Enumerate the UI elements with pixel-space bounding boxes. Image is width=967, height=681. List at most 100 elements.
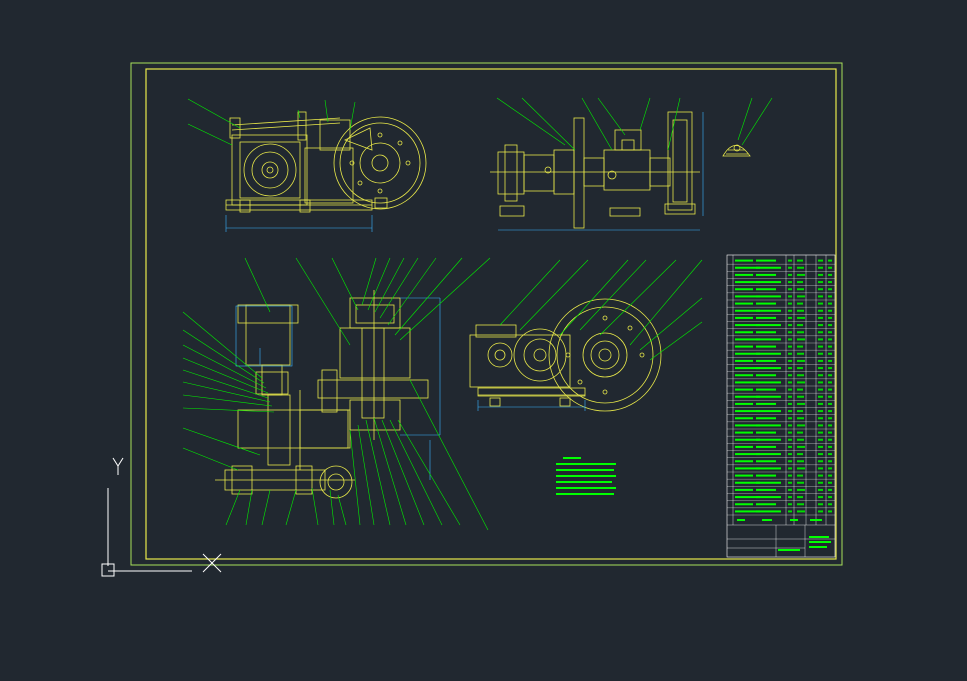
crosshair-cursor (202, 553, 222, 573)
parts-row-cell (818, 445, 823, 448)
parts-row-cell (797, 359, 805, 362)
parts-row-cell (797, 488, 805, 491)
ucs-icon (101, 457, 192, 577)
parts-row-cell (735, 288, 753, 291)
parts-row-cell (818, 438, 823, 441)
parts-row-cell (735, 467, 760, 470)
parts-row-cell (788, 309, 792, 312)
parts-row-cell (788, 359, 792, 362)
parts-row-cell (828, 395, 832, 398)
parts-row-cell (818, 395, 823, 398)
parts-row-cell (735, 345, 753, 348)
parts-row-cell (735, 453, 760, 456)
parts-row-cell (797, 266, 804, 269)
parts-row-cell (828, 309, 832, 312)
parts-row-cell (818, 503, 823, 506)
outer-border (130, 62, 843, 566)
parts-row-cell (756, 402, 776, 405)
parts-row-cell (756, 474, 776, 477)
parts-row-cell (735, 474, 753, 477)
detail-view[interactable] (722, 144, 751, 157)
parts-row-cell (788, 316, 792, 319)
parts-row-cell (788, 345, 792, 348)
parts-row-cell (756, 445, 776, 448)
parts-row-cell (788, 488, 792, 491)
parts-row-cell (788, 266, 792, 269)
parts-row-cell (818, 417, 823, 420)
parts-row-cell (797, 453, 803, 456)
parts-row-cell (756, 503, 776, 506)
parts-row-cell (756, 453, 781, 456)
parts-row-cell (828, 352, 832, 355)
parts-row-cell (828, 367, 832, 370)
parts-row-cell (818, 338, 823, 341)
parts-row-cell (828, 266, 832, 269)
parts-row-cell (756, 388, 776, 391)
parts-row-cell (756, 302, 776, 305)
parts-row-cell (735, 309, 760, 312)
parts-row-cell (797, 460, 804, 463)
parts-row-cell (735, 259, 753, 262)
parts-row-cell (735, 281, 760, 284)
parts-row-cell (828, 438, 832, 441)
main-assembly[interactable] (215, 290, 429, 499)
parts-row-cell (828, 402, 832, 405)
parts-row-cell (735, 417, 753, 420)
parts-row-cell (756, 359, 776, 362)
parts-row-cell (756, 345, 776, 348)
parts-row-cell (828, 374, 832, 377)
parts-row-cell (797, 467, 805, 470)
end-view[interactable] (469, 298, 662, 412)
parts-row-cell (797, 438, 804, 441)
parts-row-cell (756, 424, 781, 427)
parts-row-cell (756, 467, 781, 470)
front-view-top[interactable] (225, 111, 427, 213)
parts-row-cell (818, 345, 823, 348)
parts-row-cell (756, 438, 781, 441)
parts-row-cell (735, 381, 760, 384)
parts-row-cell (797, 316, 805, 319)
parts-row-cell (818, 431, 823, 434)
parts-row-cell (788, 496, 792, 499)
parts-row-cell (797, 417, 804, 420)
parts-row-cell (756, 324, 781, 327)
parts-row-cell (756, 496, 781, 499)
parts-row-cell (818, 266, 823, 269)
parts-row-cell (788, 281, 792, 284)
parts-row-cell (788, 295, 792, 298)
parts-row-cell (788, 324, 792, 327)
parts-row-cell (788, 302, 792, 305)
parts-row-cell (818, 316, 823, 319)
parts-row-cell (735, 410, 760, 413)
parts-row-cell (735, 445, 753, 448)
parts-row-cell (788, 474, 792, 477)
parts-row-cell (828, 302, 832, 305)
parts-row-cell (756, 488, 776, 491)
parts-row-cell (828, 410, 832, 413)
parts-row-cell (818, 374, 823, 377)
parts-row-cell (788, 288, 792, 291)
front-view-leaders (187, 98, 356, 146)
parts-row-cell (828, 316, 832, 319)
parts-row-cell (828, 281, 832, 284)
parts-row-cell (828, 295, 832, 298)
parts-row-cell (735, 338, 760, 341)
parts-row-cell (735, 488, 753, 491)
parts-row-cell (818, 359, 823, 362)
parts-row-cell (797, 281, 803, 284)
parts-row-cell (818, 453, 823, 456)
detail-leaders (737, 97, 773, 146)
parts-row-cell (818, 510, 823, 513)
parts-row-cell (828, 273, 832, 276)
parts-row-cell (756, 381, 781, 384)
parts-row-cell (735, 402, 753, 405)
parts-row-cell (797, 273, 805, 276)
parts-row-cell (788, 431, 792, 434)
parts-row-cell (735, 352, 760, 355)
parts-row-cell (797, 431, 803, 434)
side-section-top[interactable] (490, 111, 700, 229)
parts-row-cell (828, 481, 832, 484)
front-view-dimensions (225, 215, 373, 232)
main-assembly-leaders (182, 257, 491, 531)
